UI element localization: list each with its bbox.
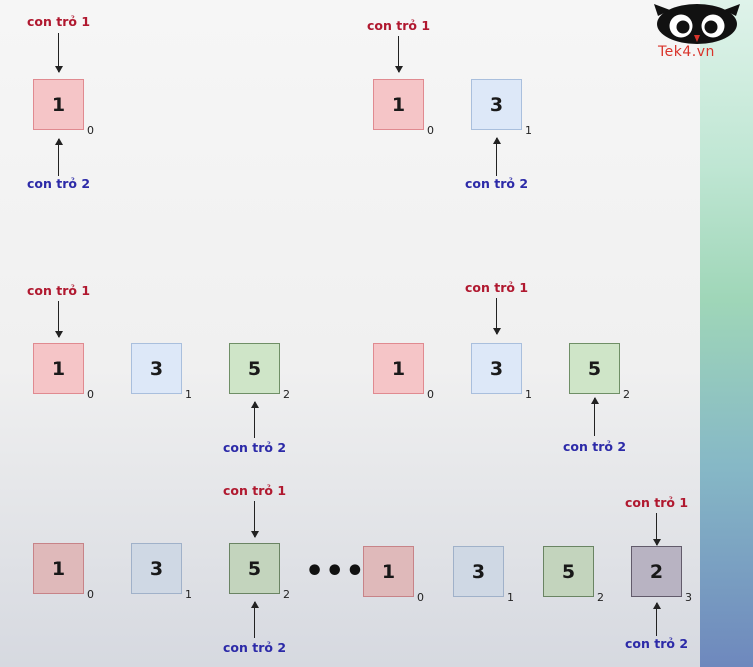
array-cell: 5	[229, 543, 280, 594]
pointer-2-label: con trỏ 2	[465, 176, 529, 191]
pointer-2-label: con trỏ 2	[563, 439, 627, 454]
pointer-2-label: con trỏ 2	[625, 636, 689, 651]
array-cell: 3	[131, 343, 182, 394]
pointer-2-arrow	[491, 137, 502, 176]
cell-index: 0	[417, 591, 424, 604]
pointer-1-label: con trỏ 1	[223, 483, 287, 498]
array-cell: 1	[373, 343, 424, 394]
array-cell: 1	[33, 343, 84, 394]
array-cell: 5	[543, 546, 594, 597]
pointer-1-label: con trỏ 1	[27, 283, 91, 298]
logo-text: Tek4.vn	[658, 44, 715, 60]
pointer-2-arrow	[589, 397, 600, 436]
array-cell: 5	[229, 343, 280, 394]
pointer-1-label: con trỏ 1	[465, 280, 529, 295]
pointer-1-arrow	[491, 298, 502, 335]
pointer-2-label: con trỏ 2	[223, 640, 287, 655]
ellipsis-dots: •••	[305, 554, 366, 589]
pointer-2-arrow	[651, 602, 662, 636]
cell-index: 0	[87, 388, 94, 401]
pointer-1-arrow	[393, 36, 404, 73]
array-cell: 1	[363, 546, 414, 597]
cell-index: 2	[283, 588, 290, 601]
cell-index: 1	[185, 588, 192, 601]
pointer-2-arrow	[249, 401, 260, 438]
array-cell: 3	[471, 79, 522, 130]
cell-index: 0	[87, 588, 94, 601]
owl-eyes-icon	[654, 4, 740, 44]
cell-index: 1	[507, 591, 514, 604]
cell-index: 0	[427, 388, 434, 401]
cell-index: 3	[685, 591, 692, 604]
cell-index: 2	[623, 388, 630, 401]
pointer-1-label: con trỏ 1	[27, 14, 91, 29]
pointer-1-arrow	[249, 501, 260, 538]
cell-index: 0	[87, 124, 94, 137]
array-cell: 1	[33, 543, 84, 594]
sidebar-gradient	[700, 0, 753, 667]
array-cell: 5	[569, 343, 620, 394]
pointer-2-arrow	[53, 138, 64, 176]
pointer-1-arrow	[651, 513, 662, 546]
pointer-1-label: con trỏ 1	[625, 495, 689, 510]
pointer-1-arrow	[53, 33, 64, 73]
cell-index: 2	[283, 388, 290, 401]
array-cell: 1	[33, 79, 84, 130]
cell-index: 2	[597, 591, 604, 604]
cell-index: 1	[185, 388, 192, 401]
pointer-2-label: con trỏ 2	[223, 440, 287, 455]
pointer-1-arrow	[53, 301, 64, 338]
array-cell: 1	[373, 79, 424, 130]
cell-index: 1	[525, 388, 532, 401]
array-cell: 2	[631, 546, 682, 597]
pointer-1-label: con trỏ 1	[367, 18, 431, 33]
array-cell: 3	[471, 343, 522, 394]
array-cell: 3	[453, 546, 504, 597]
array-cell: 3	[131, 543, 182, 594]
pointer-2-label: con trỏ 2	[27, 176, 91, 191]
cell-index: 1	[525, 124, 532, 137]
cell-index: 0	[427, 124, 434, 137]
pointer-2-arrow	[249, 601, 260, 638]
